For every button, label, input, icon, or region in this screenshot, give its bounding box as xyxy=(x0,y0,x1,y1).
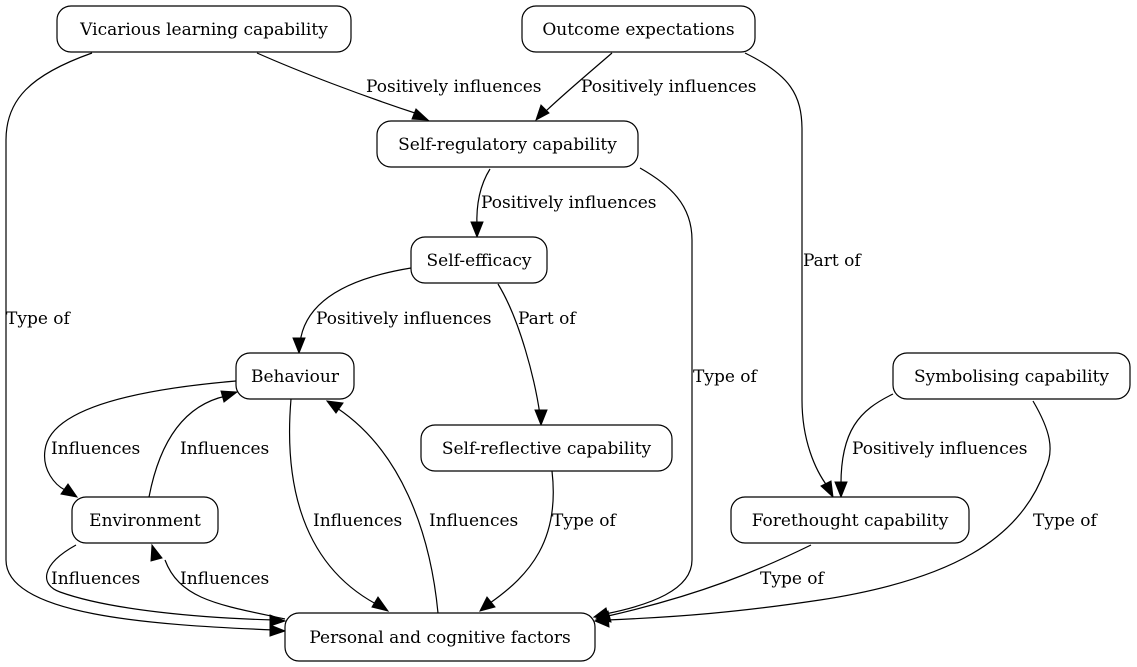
node-behaviour: Behaviour xyxy=(235,352,355,400)
edge-label: Influences xyxy=(51,569,140,589)
arrowhead-icon xyxy=(60,483,79,498)
arrowhead-icon xyxy=(470,221,484,239)
edge-vicarious-to-personal: Type of xyxy=(5,52,287,637)
arrowhead-icon xyxy=(292,337,306,355)
edge-line xyxy=(744,52,829,488)
edge-line xyxy=(840,393,894,489)
edge-label: Influences xyxy=(180,569,269,589)
edge-line xyxy=(43,380,237,491)
edge-line xyxy=(164,559,286,620)
edge-label: Type of xyxy=(552,511,618,531)
edge-label: Positively influences xyxy=(366,77,542,97)
arrowhead-icon xyxy=(535,104,550,122)
edge-label: Positively influences xyxy=(581,77,757,97)
node-label: Self-regulatory capability xyxy=(398,135,617,155)
edge-line xyxy=(607,544,812,617)
edge-label: Positively influences xyxy=(481,193,657,213)
node-environment: Environment xyxy=(71,496,219,544)
edge-line xyxy=(46,544,276,621)
edge-label: Type of xyxy=(760,569,826,589)
node-box xyxy=(235,352,355,400)
edge-label: Influences xyxy=(313,511,402,531)
edge-line xyxy=(497,283,541,416)
edge-label: Influences xyxy=(429,511,518,531)
arrowhead-icon xyxy=(534,409,548,427)
edge-personal-to-behaviour: Influences xyxy=(325,400,518,614)
node-personal: Personal and cognitive factors xyxy=(284,612,596,662)
node-selfeff: Self-efficacy xyxy=(410,236,548,284)
nodes-layer: Vicarious learning capability Outcome exp… xyxy=(56,5,1131,662)
edge-behaviour-to-personal: Influences xyxy=(289,398,402,612)
arrowhead-icon xyxy=(834,481,848,499)
node-outcome: Outcome expectations xyxy=(521,5,756,53)
edge-line xyxy=(148,395,227,498)
node-label: Forethought capability xyxy=(752,511,949,531)
edge-vicarious-to-selfreg: Positively influences xyxy=(256,52,542,121)
edge-label: Part of xyxy=(803,251,862,271)
edge-selfeff-to-behaviour: Positively influences xyxy=(292,267,492,355)
edge-outcome-to-selfreg: Positively influences xyxy=(535,52,757,122)
edge-outcome-to-forethought: Part of xyxy=(744,52,862,499)
arrowhead-icon xyxy=(269,624,287,637)
node-box xyxy=(56,5,352,53)
node-box xyxy=(376,120,639,168)
node-label: Behaviour xyxy=(251,367,340,387)
node-vicarious: Vicarious learning capability xyxy=(56,5,352,53)
node-box xyxy=(521,5,756,53)
edge-label: Positively influences xyxy=(316,309,492,329)
node-forethought: Forethought capability xyxy=(730,496,970,544)
node-box xyxy=(730,496,970,544)
edge-label: Positively influences xyxy=(852,439,1028,459)
node-label: Symbolising capability xyxy=(914,367,1109,387)
edge-selfreg-to-personal: Type of xyxy=(592,167,759,620)
edge-personal-to-environment: Influences xyxy=(150,543,286,620)
edge-line xyxy=(606,400,1051,621)
node-box xyxy=(284,612,596,662)
edge-label: Type of xyxy=(6,309,72,329)
edge-selfeff-to-selfrefl: Part of xyxy=(497,283,577,427)
edge-line xyxy=(545,52,613,112)
arrowhead-icon xyxy=(594,610,612,623)
edge-line xyxy=(5,52,276,631)
edge-label: Influences xyxy=(180,439,269,459)
node-label: Outcome expectations xyxy=(542,20,734,40)
node-label: Self-reflective capability xyxy=(442,439,652,459)
arrowhead-icon xyxy=(820,480,834,499)
node-label: Vicarious learning capability xyxy=(79,20,328,40)
node-box xyxy=(410,236,548,284)
node-label: Personal and cognitive factors xyxy=(309,628,570,648)
node-selfrefl: Self-reflective capability xyxy=(420,424,673,472)
node-box xyxy=(420,424,673,472)
edge-label: Type of xyxy=(1033,511,1099,531)
edge-selfrefl-to-personal: Type of xyxy=(479,470,618,612)
edge-line xyxy=(489,470,554,604)
edge-selfreg-to-selfeff: Positively influences xyxy=(470,168,657,239)
edge-line xyxy=(289,398,377,605)
edge-line xyxy=(604,167,693,615)
node-box xyxy=(892,352,1131,400)
edge-behaviour-to-environment: Influences xyxy=(43,380,237,498)
edge-forethought-to-personal: Type of xyxy=(594,544,826,623)
node-box xyxy=(71,496,219,544)
node-label: Self-efficacy xyxy=(427,251,532,271)
edge-label: Part of xyxy=(518,309,577,329)
arrowhead-icon xyxy=(220,390,239,403)
arrowhead-icon xyxy=(371,596,390,612)
edge-environment-to-behaviour: Influences xyxy=(148,390,269,498)
arrowhead-icon xyxy=(411,108,430,121)
arrowhead-icon xyxy=(325,400,344,414)
node-selfreg: Self-regulatory capability xyxy=(376,120,639,168)
edge-symbolising-to-forethought: Positively influences xyxy=(834,393,1028,499)
arrowhead-icon xyxy=(150,543,163,562)
edge-line xyxy=(336,407,439,614)
node-symbolising: Symbolising capability xyxy=(892,352,1131,400)
edge-line xyxy=(256,52,419,115)
arrowhead-icon xyxy=(479,596,496,612)
edge-label: Influences xyxy=(51,439,140,459)
edge-label: Type of xyxy=(693,367,759,387)
node-label: Environment xyxy=(89,511,201,531)
edge-line xyxy=(299,267,412,344)
